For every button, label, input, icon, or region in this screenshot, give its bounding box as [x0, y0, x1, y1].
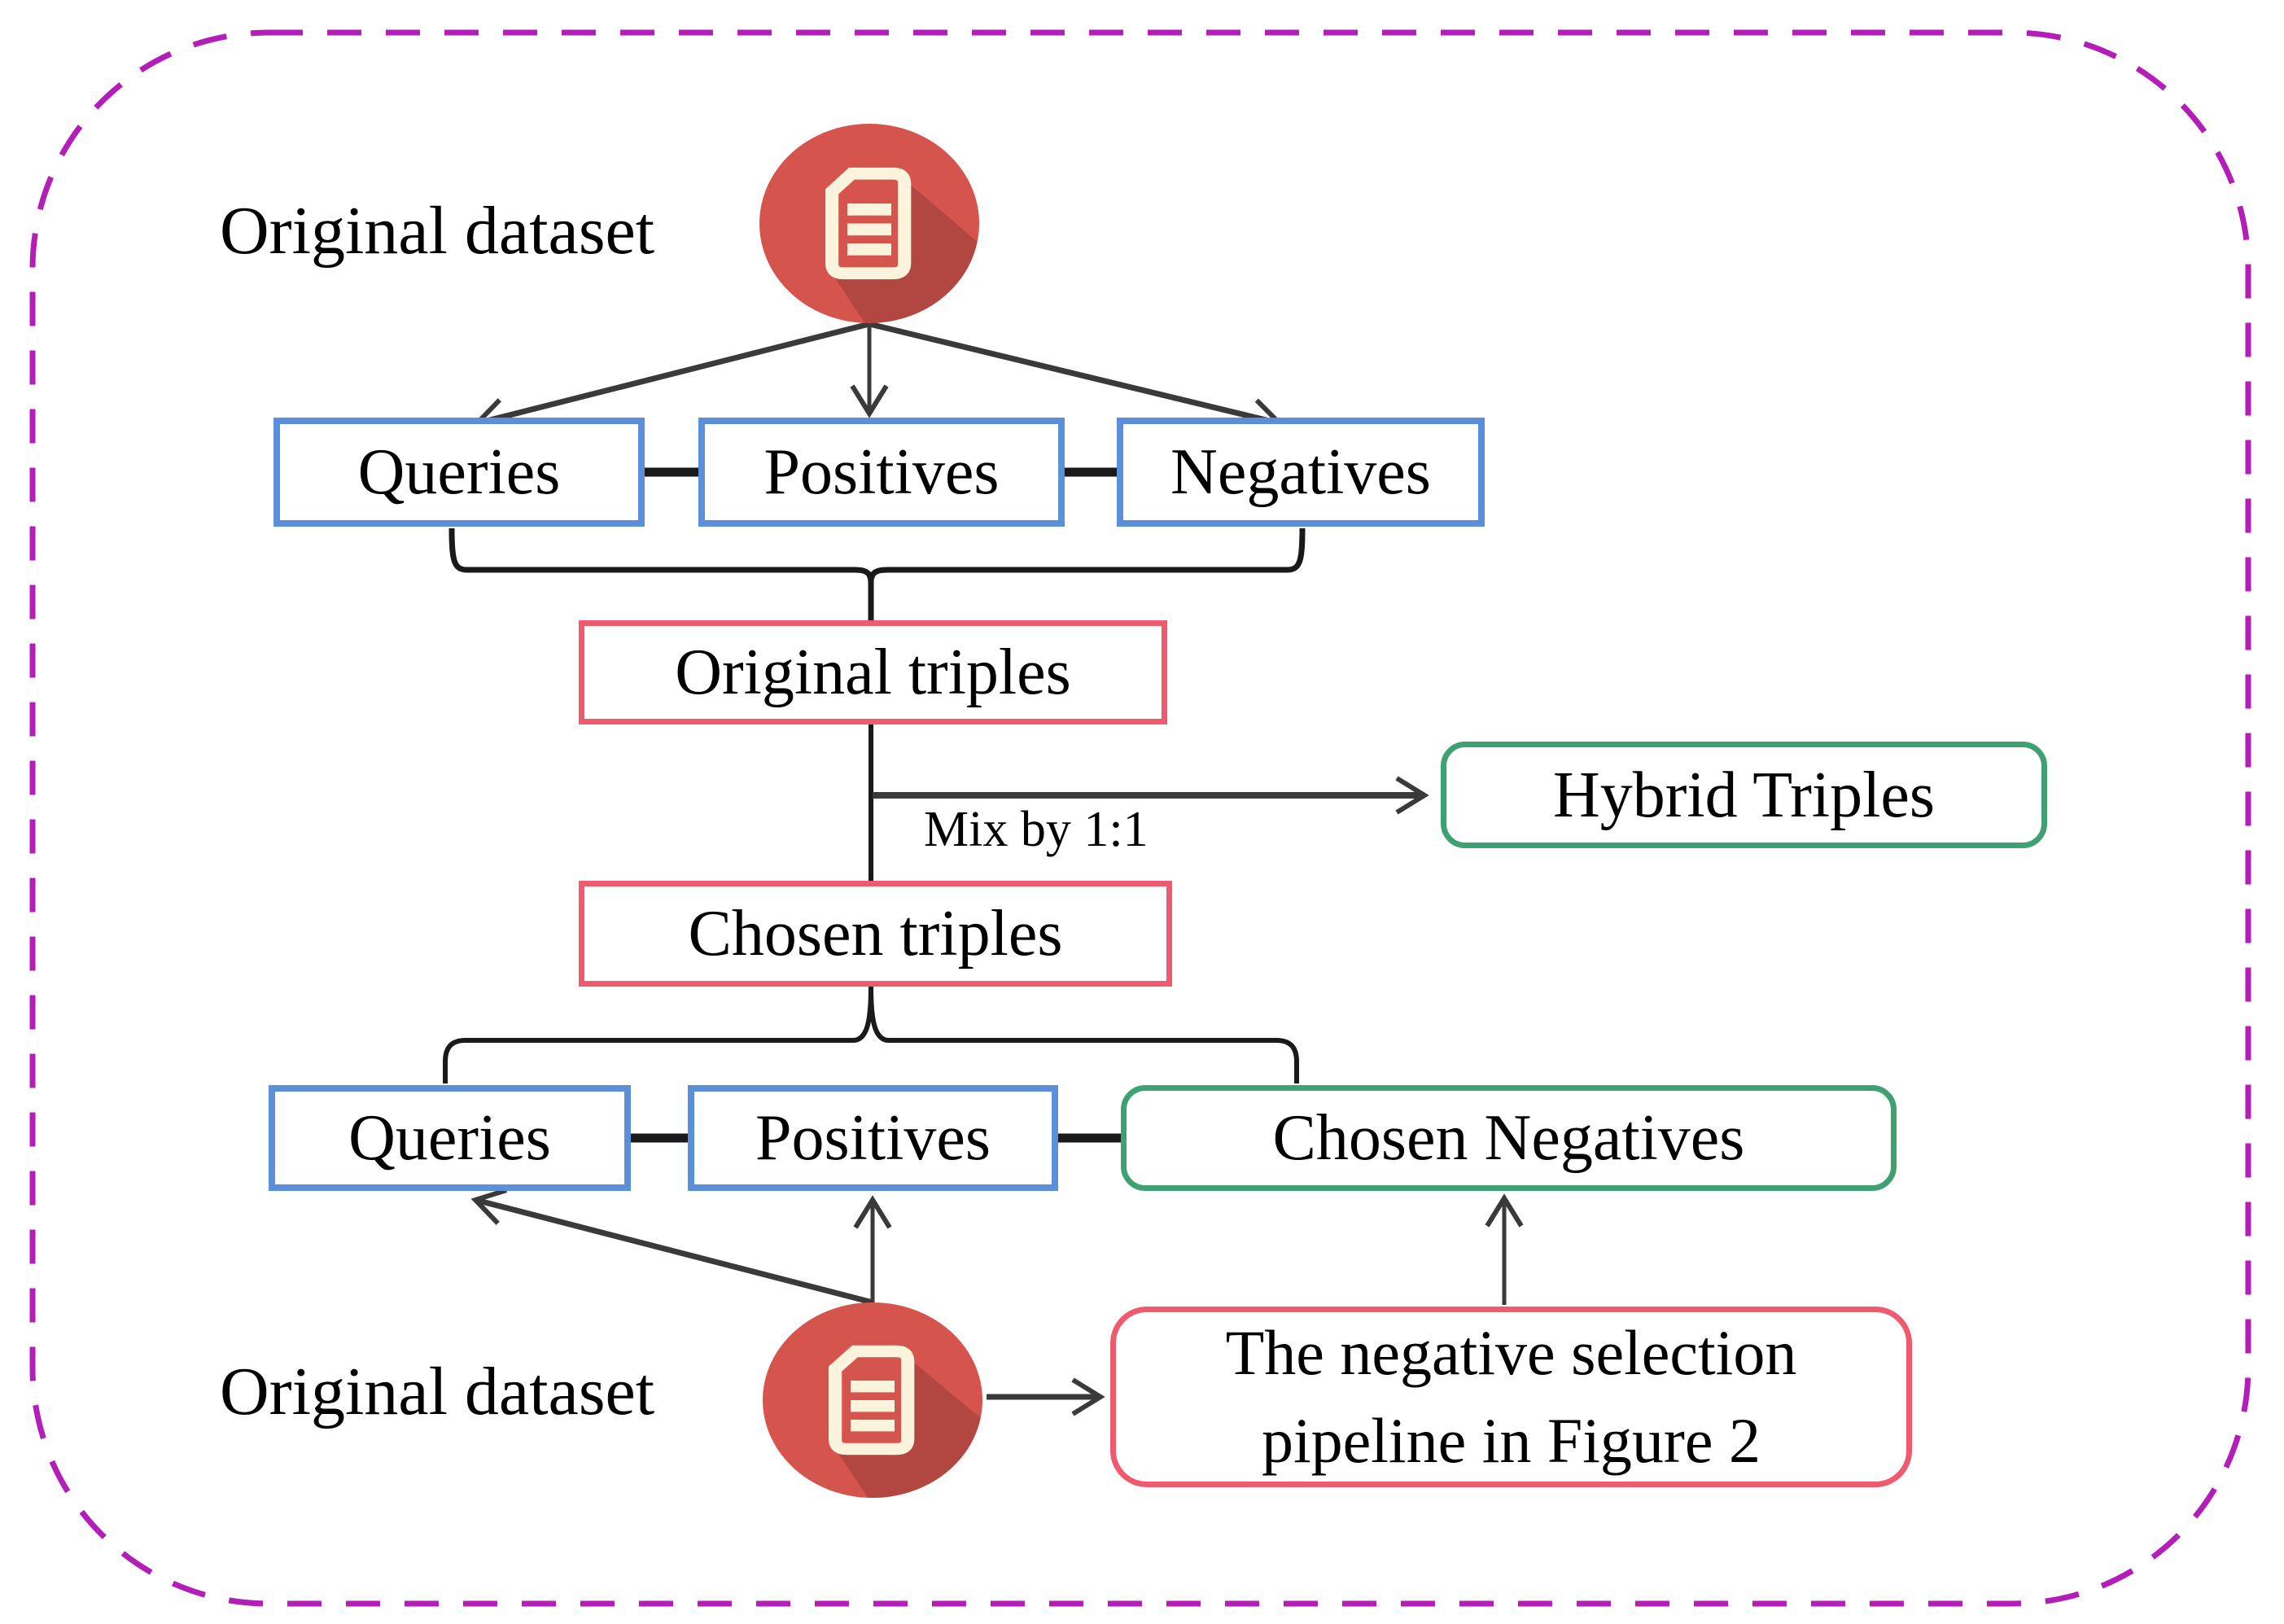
arrow-dataset2-to-queries	[470, 1188, 873, 1306]
box-queries-row1: Queries	[273, 418, 645, 527]
original-dataset-label-top: Original dataset	[220, 193, 655, 269]
arrow-dataset-to-negatives	[869, 321, 1284, 436]
original-dataset-label-bottom: Original dataset	[220, 1354, 655, 1429]
document-icon-top	[759, 124, 979, 323]
box-hybrid-triples: Hybrid Triples	[1441, 742, 2047, 848]
box-negative-selection-pipeline: The negative selection pipeline in Figur…	[1110, 1307, 1912, 1487]
mix-ratio-label: Mix by 1:1	[924, 802, 1149, 857]
box-original-triples: Original triples	[579, 620, 1167, 724]
arrow-dataset-to-queries	[472, 321, 870, 436]
document-icon	[759, 124, 979, 323]
pipeline-text-line2: pipeline in Figure 2	[1261, 1405, 1761, 1476]
document-icon	[763, 1302, 982, 1498]
document-icon-bottom	[763, 1302, 982, 1498]
dashed-frame-border	[29, 29, 2251, 1607]
bracket-row2-right	[869, 986, 1299, 1083]
box-positives-row2: Positives	[688, 1085, 1058, 1191]
bracket-row2-left	[443, 986, 873, 1083]
box-positives-row1: Positives	[698, 418, 1065, 527]
box-queries-row2: Queries	[269, 1085, 631, 1191]
box-negatives-row1: Negatives	[1117, 418, 1485, 527]
bracket-row1-right	[868, 527, 1306, 584]
box-chosen-negatives: Chosen Negatives	[1121, 1085, 1897, 1191]
box-chosen-triples: Chosen triples	[579, 881, 1172, 987]
pipeline-text-line1: The negative selection	[1225, 1317, 1797, 1389]
bracket-row1-left	[448, 527, 874, 620]
